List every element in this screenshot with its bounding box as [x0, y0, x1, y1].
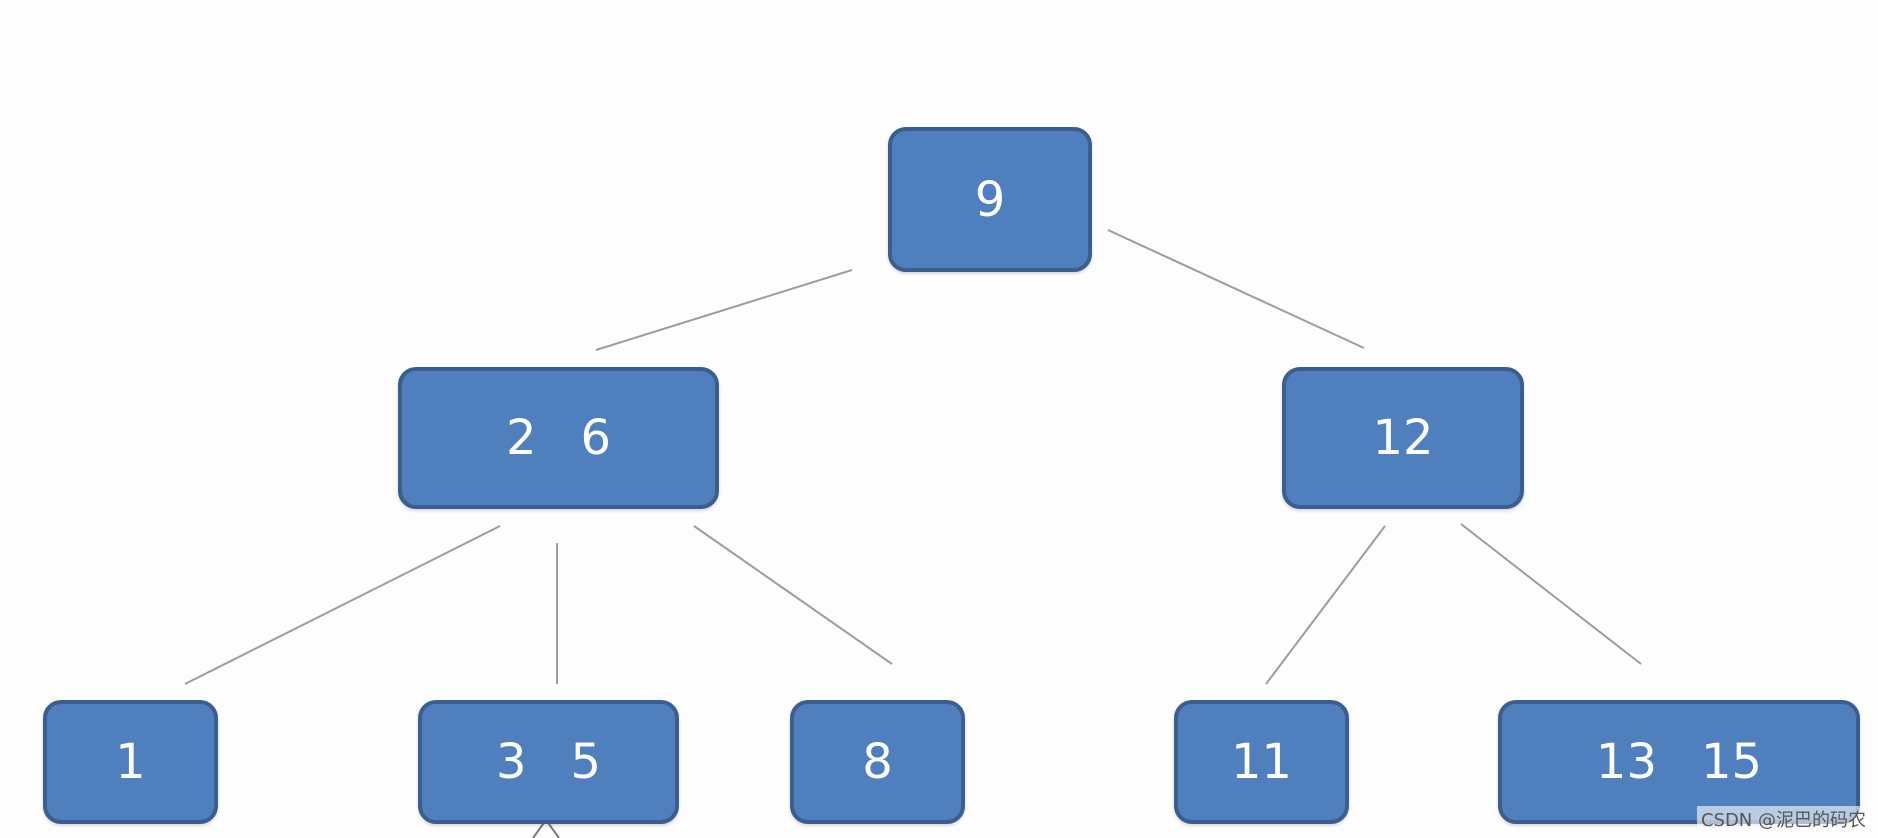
node-right-internal: 12	[1282, 367, 1524, 509]
node-root: 9	[888, 127, 1092, 272]
node-key: 9	[974, 171, 1006, 228]
edge-left-to-child-3	[693, 525, 893, 665]
leaf-node-3: 8	[790, 700, 965, 824]
leaf-node-2: 3 5	[418, 700, 679, 824]
node-key: 11	[1230, 734, 1293, 790]
node-left-internal: 2 6	[398, 367, 719, 509]
node-key: 5	[570, 734, 602, 790]
leaf-node-1: 1	[43, 700, 218, 824]
leaf-node-4: 11	[1174, 700, 1349, 824]
node-key: 2	[505, 410, 537, 466]
node-key: 6	[580, 410, 612, 466]
edge-right-to-child-1	[1265, 525, 1386, 685]
watermark-text: CSDN @泥巴的码农	[1696, 806, 1870, 832]
leaf-node-5: 13 15	[1498, 700, 1860, 824]
node-key: 1	[115, 734, 146, 790]
node-key: 8	[862, 734, 893, 790]
edge-root-to-left	[595, 269, 853, 351]
edge-right-to-child-2	[1460, 523, 1642, 665]
node-key: 15	[1701, 734, 1763, 790]
node-key: 12	[1372, 410, 1434, 466]
node-key: 13	[1595, 734, 1657, 790]
edge-root-to-right	[1107, 229, 1365, 349]
edge-left-to-child-1	[184, 525, 501, 685]
node-key: 3	[495, 734, 527, 790]
